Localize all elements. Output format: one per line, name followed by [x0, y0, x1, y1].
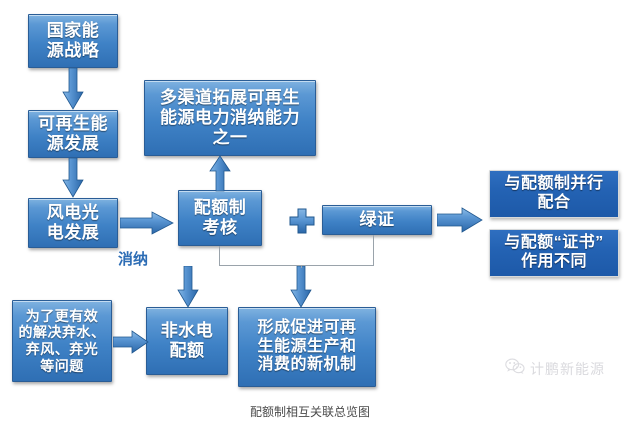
node-renewable-development: 可再生能 源发展: [28, 110, 118, 158]
arrow-right-windsolar-to-quota: [120, 211, 174, 235]
plus-icon: [288, 207, 316, 235]
node-quota-assessment: 配额制 考核: [178, 190, 262, 246]
label-consumption: 消纳: [118, 251, 149, 268]
watermark: 计鹏新能源: [505, 358, 605, 380]
node-multi-channel-expansion: 多渠道拓展可再生 能源电力消纳能力 之一: [144, 80, 316, 156]
connector-branch-drop: [301, 265, 302, 268]
node-parallel-with-quota: 与配额制并行 配合: [489, 170, 619, 218]
connector-horizontal-bridge: [219, 265, 374, 266]
arrow-right-problem-to-nonhydro: [113, 330, 149, 354]
watermark-text: 计鹏新能源: [530, 361, 605, 377]
node-green-certificate: 绿证: [322, 205, 432, 235]
connector-quota-vertical: [219, 246, 220, 266]
connector-greencert-vertical: [373, 235, 374, 266]
arrow-up-quota-to-expansion: [209, 156, 231, 192]
wechat-bubble-icon: [505, 358, 525, 380]
figure-caption: 配额制相互关联总览图: [250, 405, 371, 419]
node-wind-solar-development: 风电光 电发展: [28, 198, 118, 248]
node-national-energy-strategy: 国家能 源战略: [28, 14, 118, 68]
node-curtailment-problem: 为了更有效 的解决弃水、 弃风、弃光 等问题: [12, 300, 112, 382]
arrow-down-strategy-to-renewable: [62, 68, 84, 110]
node-different-function: 与配额“证书” 作用不同: [489, 229, 619, 277]
arrow-down-to-new-mechanism: [290, 266, 312, 308]
arrow-down-renewable-to-windsolar: [62, 158, 84, 198]
node-new-mechanism: 形成促进可再 生能源生产和 消费的新机制: [238, 307, 376, 387]
arrow-down-to-nonhydro-quota: [177, 266, 199, 308]
arrow-right-greencert-to-results: [437, 207, 483, 233]
node-non-hydro-quota: 非水电 配额: [146, 307, 228, 375]
